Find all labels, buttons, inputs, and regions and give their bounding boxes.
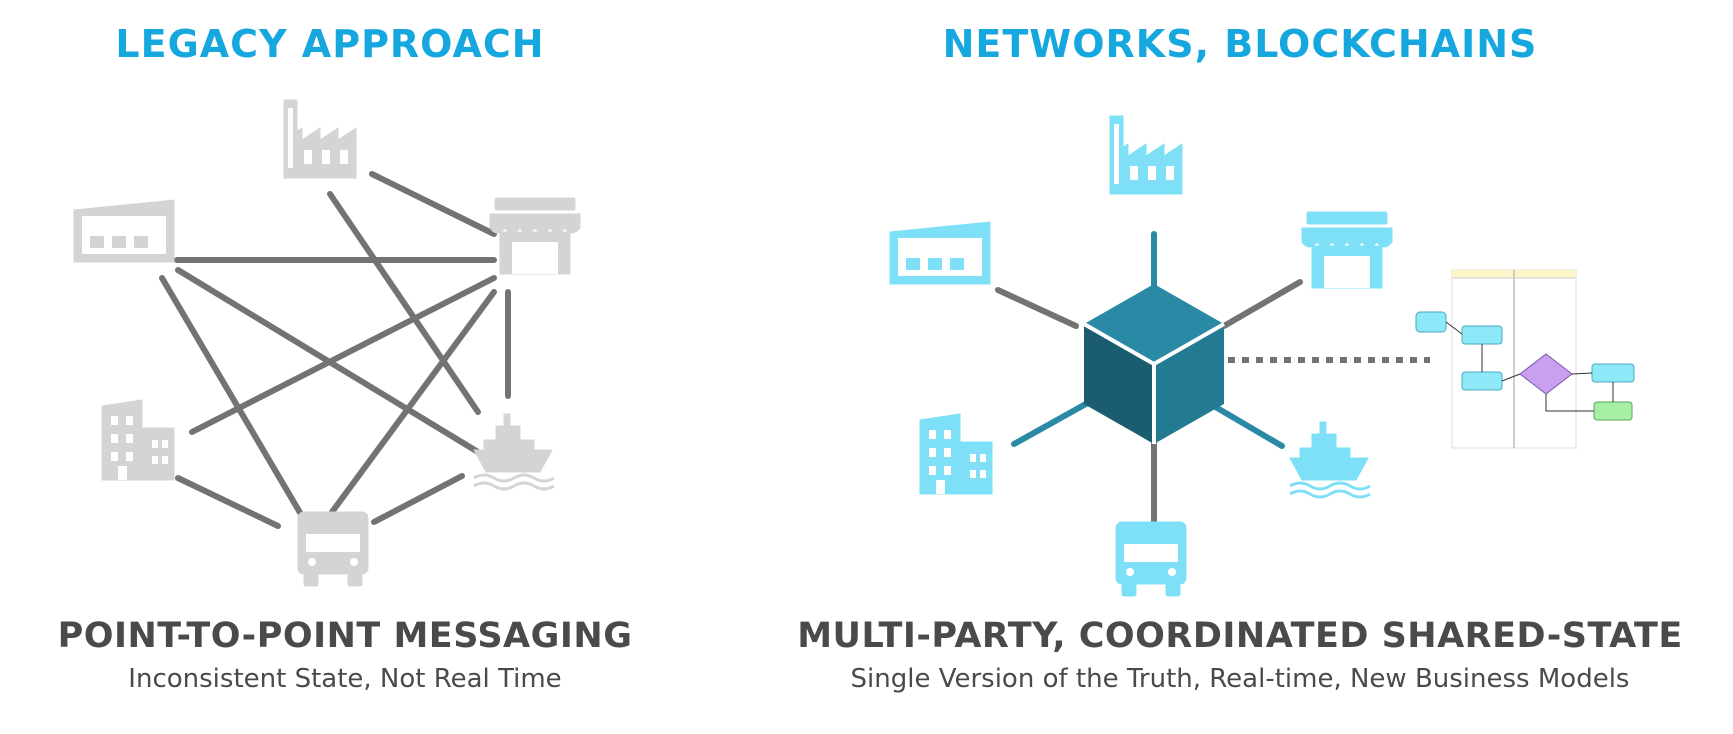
- office-building-icon: [919, 413, 993, 495]
- factory-icon: [1109, 115, 1183, 195]
- connector: [995, 287, 1079, 329]
- factory-icon: [283, 99, 357, 179]
- truck-icon: [1115, 521, 1187, 597]
- networks-blockchains-title: NETWORKS, BLOCKCHAINS: [942, 22, 1538, 66]
- point-to-point-subcaption: Inconsistent State, Not Real Time: [128, 664, 562, 694]
- network-nodes: [889, 115, 1393, 597]
- flowchart-icon: [1415, 269, 1635, 449]
- store-icon: [489, 197, 581, 275]
- connector: [1221, 279, 1303, 329]
- cargo-ship-icon: [472, 412, 556, 491]
- blockchain-cube-icon: [1083, 284, 1225, 444]
- connector: [369, 171, 497, 237]
- legacy-nodes: [73, 99, 581, 587]
- store-icon: [1301, 211, 1393, 289]
- shared-state-subcaption: Single Version of the Truth, Real-time, …: [850, 664, 1630, 694]
- connector: [175, 475, 281, 529]
- connector: [329, 289, 497, 515]
- warehouse-icon: [889, 221, 991, 285]
- connector: [189, 275, 497, 435]
- cargo-ship-icon: [1288, 420, 1372, 499]
- connector: [159, 275, 305, 519]
- legacy-connectors: [159, 171, 511, 529]
- connector: [371, 473, 465, 525]
- point-to-point-caption: POINT-TO-POINT MESSAGING: [57, 616, 633, 656]
- connector: [327, 191, 481, 415]
- shared-state-caption: MULTI-PARTY, COORDINATED SHARED-STATE: [797, 616, 1683, 656]
- office-building-icon: [101, 399, 175, 481]
- warehouse-icon: [73, 199, 175, 263]
- legacy-approach-title: LEGACY APPROACH: [115, 22, 545, 66]
- truck-icon: [297, 511, 369, 587]
